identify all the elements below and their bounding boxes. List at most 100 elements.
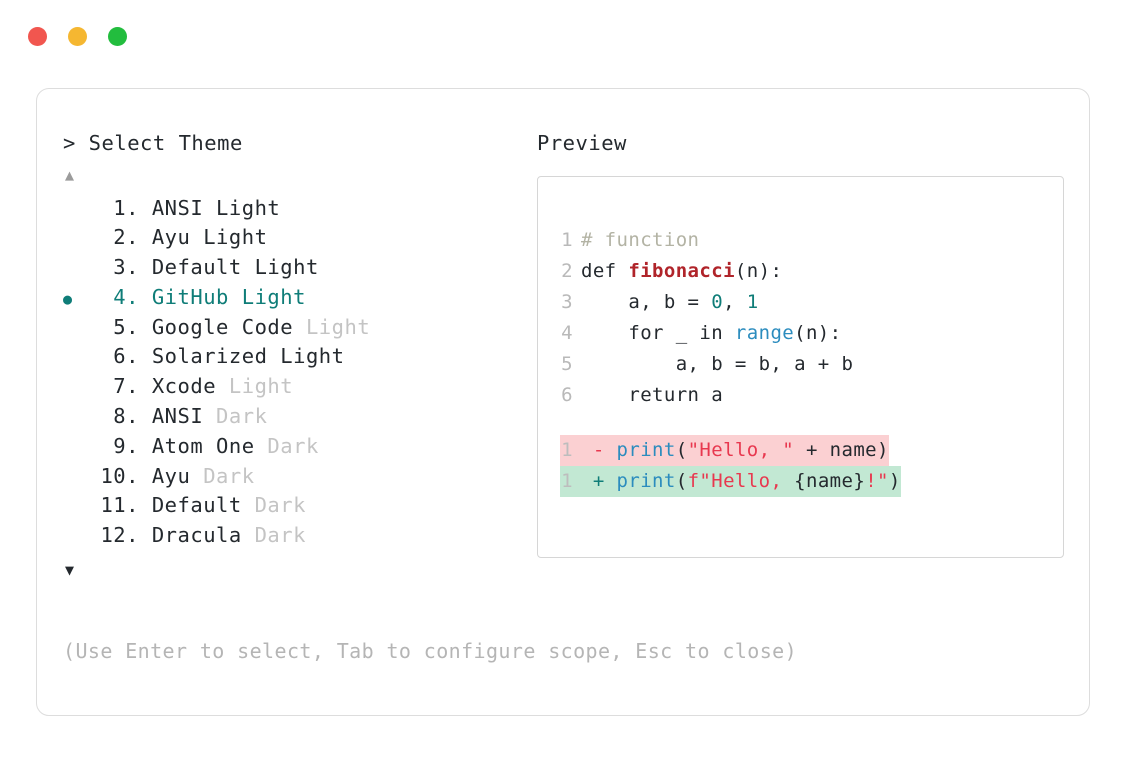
theme-item-number: 11. bbox=[100, 493, 139, 518]
theme-item-name: Dracula bbox=[139, 523, 242, 548]
code-line: 1 # function bbox=[560, 225, 1063, 256]
theme-item-variant: Light bbox=[228, 284, 306, 309]
theme-item-variant: Dark bbox=[241, 493, 306, 518]
diff-removed-line: 1 - print("Hello, " + name) bbox=[560, 434, 889, 466]
theme-item-name: Ayu bbox=[139, 225, 191, 250]
selected-bullet-icon: ● bbox=[63, 289, 73, 308]
code-token: 0 bbox=[711, 290, 724, 313]
theme-item-variant: Dark bbox=[241, 523, 306, 548]
diff-sign: - bbox=[581, 438, 617, 461]
theme-list-item[interactable]: 1. ANSI Light bbox=[63, 196, 523, 226]
preview-label: Preview bbox=[537, 131, 627, 155]
theme-item-number: 7. bbox=[100, 374, 139, 399]
code-line: 4 for _ in range(n): bbox=[560, 318, 1063, 349]
code-token: fibonacci bbox=[628, 259, 735, 282]
code-token: for _ in bbox=[581, 321, 735, 344]
theme-list-item[interactable]: 5. Google Code Light bbox=[63, 315, 523, 345]
scroll-up-icon[interactable]: ▲ bbox=[65, 165, 75, 184]
window-titlebar bbox=[0, 0, 1129, 72]
theme-item-number: 1. bbox=[100, 195, 139, 220]
theme-item-name: Solarized bbox=[139, 344, 268, 369]
line-number: 5 bbox=[561, 352, 573, 375]
code-line: 3 a, b = 0, 1 bbox=[560, 287, 1063, 318]
line-number: 4 bbox=[561, 321, 573, 344]
code-token: ) bbox=[888, 469, 901, 492]
code-token: f"Hello, bbox=[687, 469, 795, 492]
theme-list: 1. ANSI Light 2. Ayu Light 3. Default Li… bbox=[63, 196, 523, 554]
theme-list-item[interactable]: 3. Default Light bbox=[63, 255, 523, 285]
line-number: 1 bbox=[561, 469, 573, 492]
theme-item-variant: Light bbox=[267, 344, 345, 369]
theme-item-name: GitHub bbox=[139, 284, 229, 309]
theme-item-variant: Dark bbox=[203, 404, 268, 429]
code-token: a, b = b, a + b bbox=[581, 352, 854, 375]
theme-item-name: Ayu bbox=[139, 463, 191, 488]
code-token: {name} bbox=[794, 469, 866, 492]
theme-item-name: ANSI bbox=[139, 195, 204, 220]
code-token: (n): bbox=[794, 321, 842, 344]
theme-item-variant: Light bbox=[190, 225, 268, 250]
code-token: print bbox=[616, 469, 676, 492]
scroll-down-icon[interactable]: ▼ bbox=[65, 561, 75, 580]
code-token: ( bbox=[675, 469, 688, 492]
theme-item-number: 8. bbox=[100, 404, 139, 429]
preview-column: Preview 1 # function 2 def fibonacci (n): 3 a… bbox=[537, 133, 1067, 558]
code-token: ( bbox=[675, 438, 688, 461]
page-title: > Select Theme bbox=[63, 131, 243, 155]
window-minimize-dot[interactable] bbox=[68, 26, 87, 46]
theme-list-item[interactable]: 8. ANSI Dark bbox=[63, 404, 523, 434]
theme-item-variant: Light bbox=[216, 374, 294, 399]
theme-item-variant: Light bbox=[241, 255, 319, 280]
code-token: , bbox=[723, 290, 747, 313]
theme-list-item[interactable]: 12. Dracula Dark bbox=[63, 523, 523, 553]
line-number: 1 bbox=[561, 438, 573, 461]
theme-item-number: 5. bbox=[100, 314, 139, 339]
theme-item-number: 6. bbox=[100, 344, 139, 369]
theme-item-number: 12. bbox=[100, 523, 139, 548]
window-maximize-dot[interactable] bbox=[108, 26, 127, 46]
line-number: 3 bbox=[561, 290, 573, 313]
line-number: 6 bbox=[561, 383, 573, 406]
theme-list-item[interactable]: ● 4. GitHub Light bbox=[63, 285, 523, 315]
code-token: # function bbox=[581, 228, 700, 251]
line-number: 1 bbox=[561, 228, 573, 251]
line-number: 2 bbox=[561, 259, 573, 282]
code-token: return a bbox=[581, 383, 724, 406]
theme-item-name: Xcode bbox=[139, 374, 217, 399]
code-block: 1 # function 2 def fibonacci (n): 3 a, b = 0,… bbox=[560, 225, 1063, 411]
theme-list-item[interactable]: 9. Atom One Dark bbox=[63, 434, 523, 464]
window-close-dot[interactable] bbox=[28, 26, 47, 46]
theme-item-variant: Dark bbox=[254, 433, 319, 458]
code-token: !" bbox=[865, 469, 889, 492]
theme-list-item[interactable]: 11. Default Dark bbox=[63, 493, 523, 523]
diff-block: 1 - print("Hello, " + name)1 + print(f"H… bbox=[560, 434, 1063, 497]
code-spacer bbox=[560, 411, 1063, 435]
theme-list-item[interactable]: 7. Xcode Light bbox=[63, 374, 523, 404]
theme-item-number: 4. bbox=[100, 284, 139, 309]
preview-box: 1 # function 2 def fibonacci (n): 3 a, b = 0,… bbox=[537, 175, 1064, 558]
theme-item-name: Atom One bbox=[139, 433, 255, 458]
theme-selector-panel: > Select Theme ▲ 1. ANSI Light 2. Ayu Li… bbox=[36, 88, 1090, 716]
theme-item-name: Google Code bbox=[139, 314, 294, 339]
code-token: 1 bbox=[746, 290, 759, 313]
theme-list-item[interactable]: 10. Ayu Dark bbox=[63, 464, 523, 494]
code-token: def bbox=[581, 259, 629, 282]
theme-list-item[interactable]: 6. Solarized Light bbox=[63, 344, 523, 374]
code-token: + name bbox=[794, 438, 878, 461]
code-token: "Hello, " bbox=[687, 438, 795, 461]
keyboard-hint: (Use Enter to select, Tab to configure s… bbox=[63, 639, 798, 663]
theme-item-variant: Light bbox=[293, 314, 371, 339]
theme-item-number: 3. bbox=[100, 255, 139, 280]
theme-list-item[interactable]: 2. Ayu Light bbox=[63, 225, 523, 255]
code-token: ) bbox=[877, 438, 889, 461]
code-token: a, b = bbox=[581, 290, 712, 313]
theme-item-number: 2. bbox=[100, 225, 139, 250]
theme-item-number: 10. bbox=[100, 463, 139, 488]
diff-added-line: 1 + print(f"Hello, {name}!") bbox=[560, 465, 901, 497]
theme-item-name: Default bbox=[139, 255, 242, 280]
theme-item-name: ANSI bbox=[139, 404, 204, 429]
theme-item-number: 9. bbox=[100, 433, 139, 458]
diff-sign: + bbox=[581, 469, 617, 492]
theme-item-variant: Light bbox=[203, 195, 281, 220]
